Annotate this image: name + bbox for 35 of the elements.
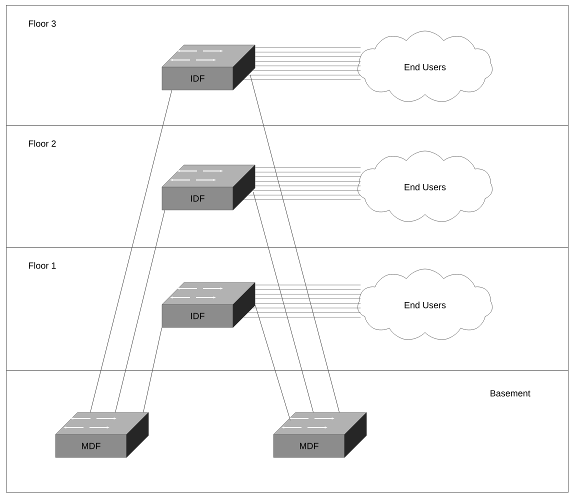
- node-label: IDF: [191, 195, 204, 202]
- cloud: End Users: [358, 268, 492, 340]
- cable-line: [252, 192, 314, 413]
- cable-line: [255, 303, 361, 304]
- cable-line: [252, 70, 361, 71]
- cable-line: [254, 304, 291, 421]
- node-label: MDF: [300, 442, 318, 450]
- cable-line: [255, 167, 361, 168]
- cable-line: [252, 190, 361, 191]
- cloud: End Users: [358, 30, 492, 102]
- cable-line: [143, 327, 162, 413]
- network-switch: IDF: [162, 44, 256, 90]
- cable-line: [248, 312, 361, 313]
- cable-line: [90, 90, 172, 413]
- cable-line: [243, 317, 361, 318]
- cable-line: [250, 74, 340, 413]
- cable-line: [255, 289, 361, 290]
- node-label: MDF: [82, 442, 100, 450]
- cable-line: [255, 181, 361, 182]
- cloud: End Users: [358, 150, 492, 222]
- cable-line: [248, 74, 361, 76]
- cable-line: [248, 194, 361, 196]
- cable-line: [255, 298, 361, 299]
- cable-line: [255, 284, 361, 286]
- node-label: IDF: [191, 75, 204, 82]
- cable-line: [255, 176, 361, 177]
- node-label: IDF: [191, 312, 204, 320]
- cable-line: [255, 47, 361, 48]
- network-switch: IDF: [162, 282, 256, 328]
- network-switch: IDF: [162, 164, 256, 210]
- cable-line: [255, 61, 361, 62]
- network-switch: MDF: [273, 412, 367, 458]
- cable-line: [255, 56, 361, 57]
- network-switch: MDF: [55, 412, 149, 458]
- cable-line: [115, 210, 166, 413]
